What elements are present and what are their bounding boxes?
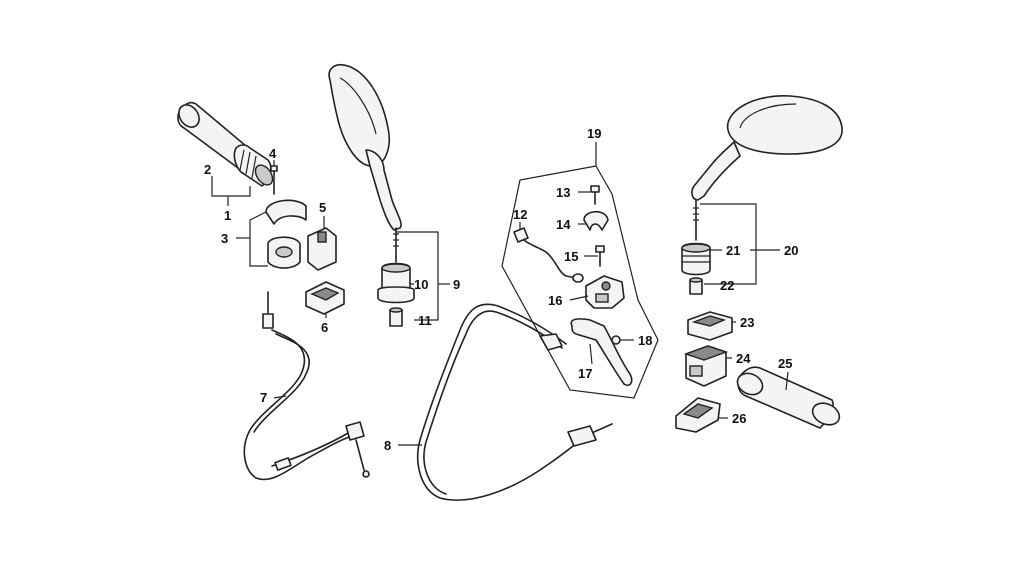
switch-23 (687, 311, 733, 341)
brake-lever-assembly (501, 165, 659, 399)
callout-7: 7 (260, 390, 267, 405)
callout-14: 14 (556, 217, 571, 232)
callout-15: 15 (564, 249, 578, 264)
left-grip (177, 101, 274, 187)
callout-6: 6 (321, 320, 328, 335)
leader-lines (211, 142, 789, 446)
callout-11: 11 (418, 313, 432, 328)
throttle-cable-7 (243, 291, 370, 481)
callout-2: 2 (204, 162, 211, 177)
callout-20: 20 (784, 243, 798, 258)
callout-24: 24 (736, 351, 751, 366)
switch-26 (675, 397, 721, 433)
callout-25: 25 (778, 356, 792, 371)
brake-cable-8 (417, 303, 613, 501)
callout-19: 19 (587, 126, 601, 141)
switch-6 (305, 281, 345, 315)
throttle-housing (265, 199, 307, 269)
callout-9: 9 (453, 277, 460, 292)
callout-labels: 1 2 3 4 5 6 7 8 9 10 11 12 13 14 15 16 1… (204, 126, 798, 453)
callout-21: 21 (726, 243, 740, 258)
callout-22: 22 (720, 278, 734, 293)
callout-13: 13 (556, 185, 570, 200)
switch-5 (307, 227, 337, 271)
callout-26: 26 (732, 411, 746, 426)
callout-23: 23 (740, 315, 754, 330)
right-grip (736, 366, 841, 429)
right-mirror (681, 95, 843, 295)
callout-16: 16 (548, 293, 562, 308)
left-mirror (328, 64, 415, 327)
callout-5: 5 (319, 200, 326, 215)
callout-18: 18 (638, 333, 652, 348)
callout-4: 4 (269, 146, 277, 161)
callout-1: 1 (224, 208, 231, 223)
callout-17: 17 (578, 366, 592, 381)
callout-10: 10 (414, 277, 428, 292)
callout-12: 12 (513, 207, 527, 222)
callout-3: 3 (221, 231, 228, 246)
callout-8: 8 (384, 438, 391, 453)
switch-24 (683, 345, 729, 387)
